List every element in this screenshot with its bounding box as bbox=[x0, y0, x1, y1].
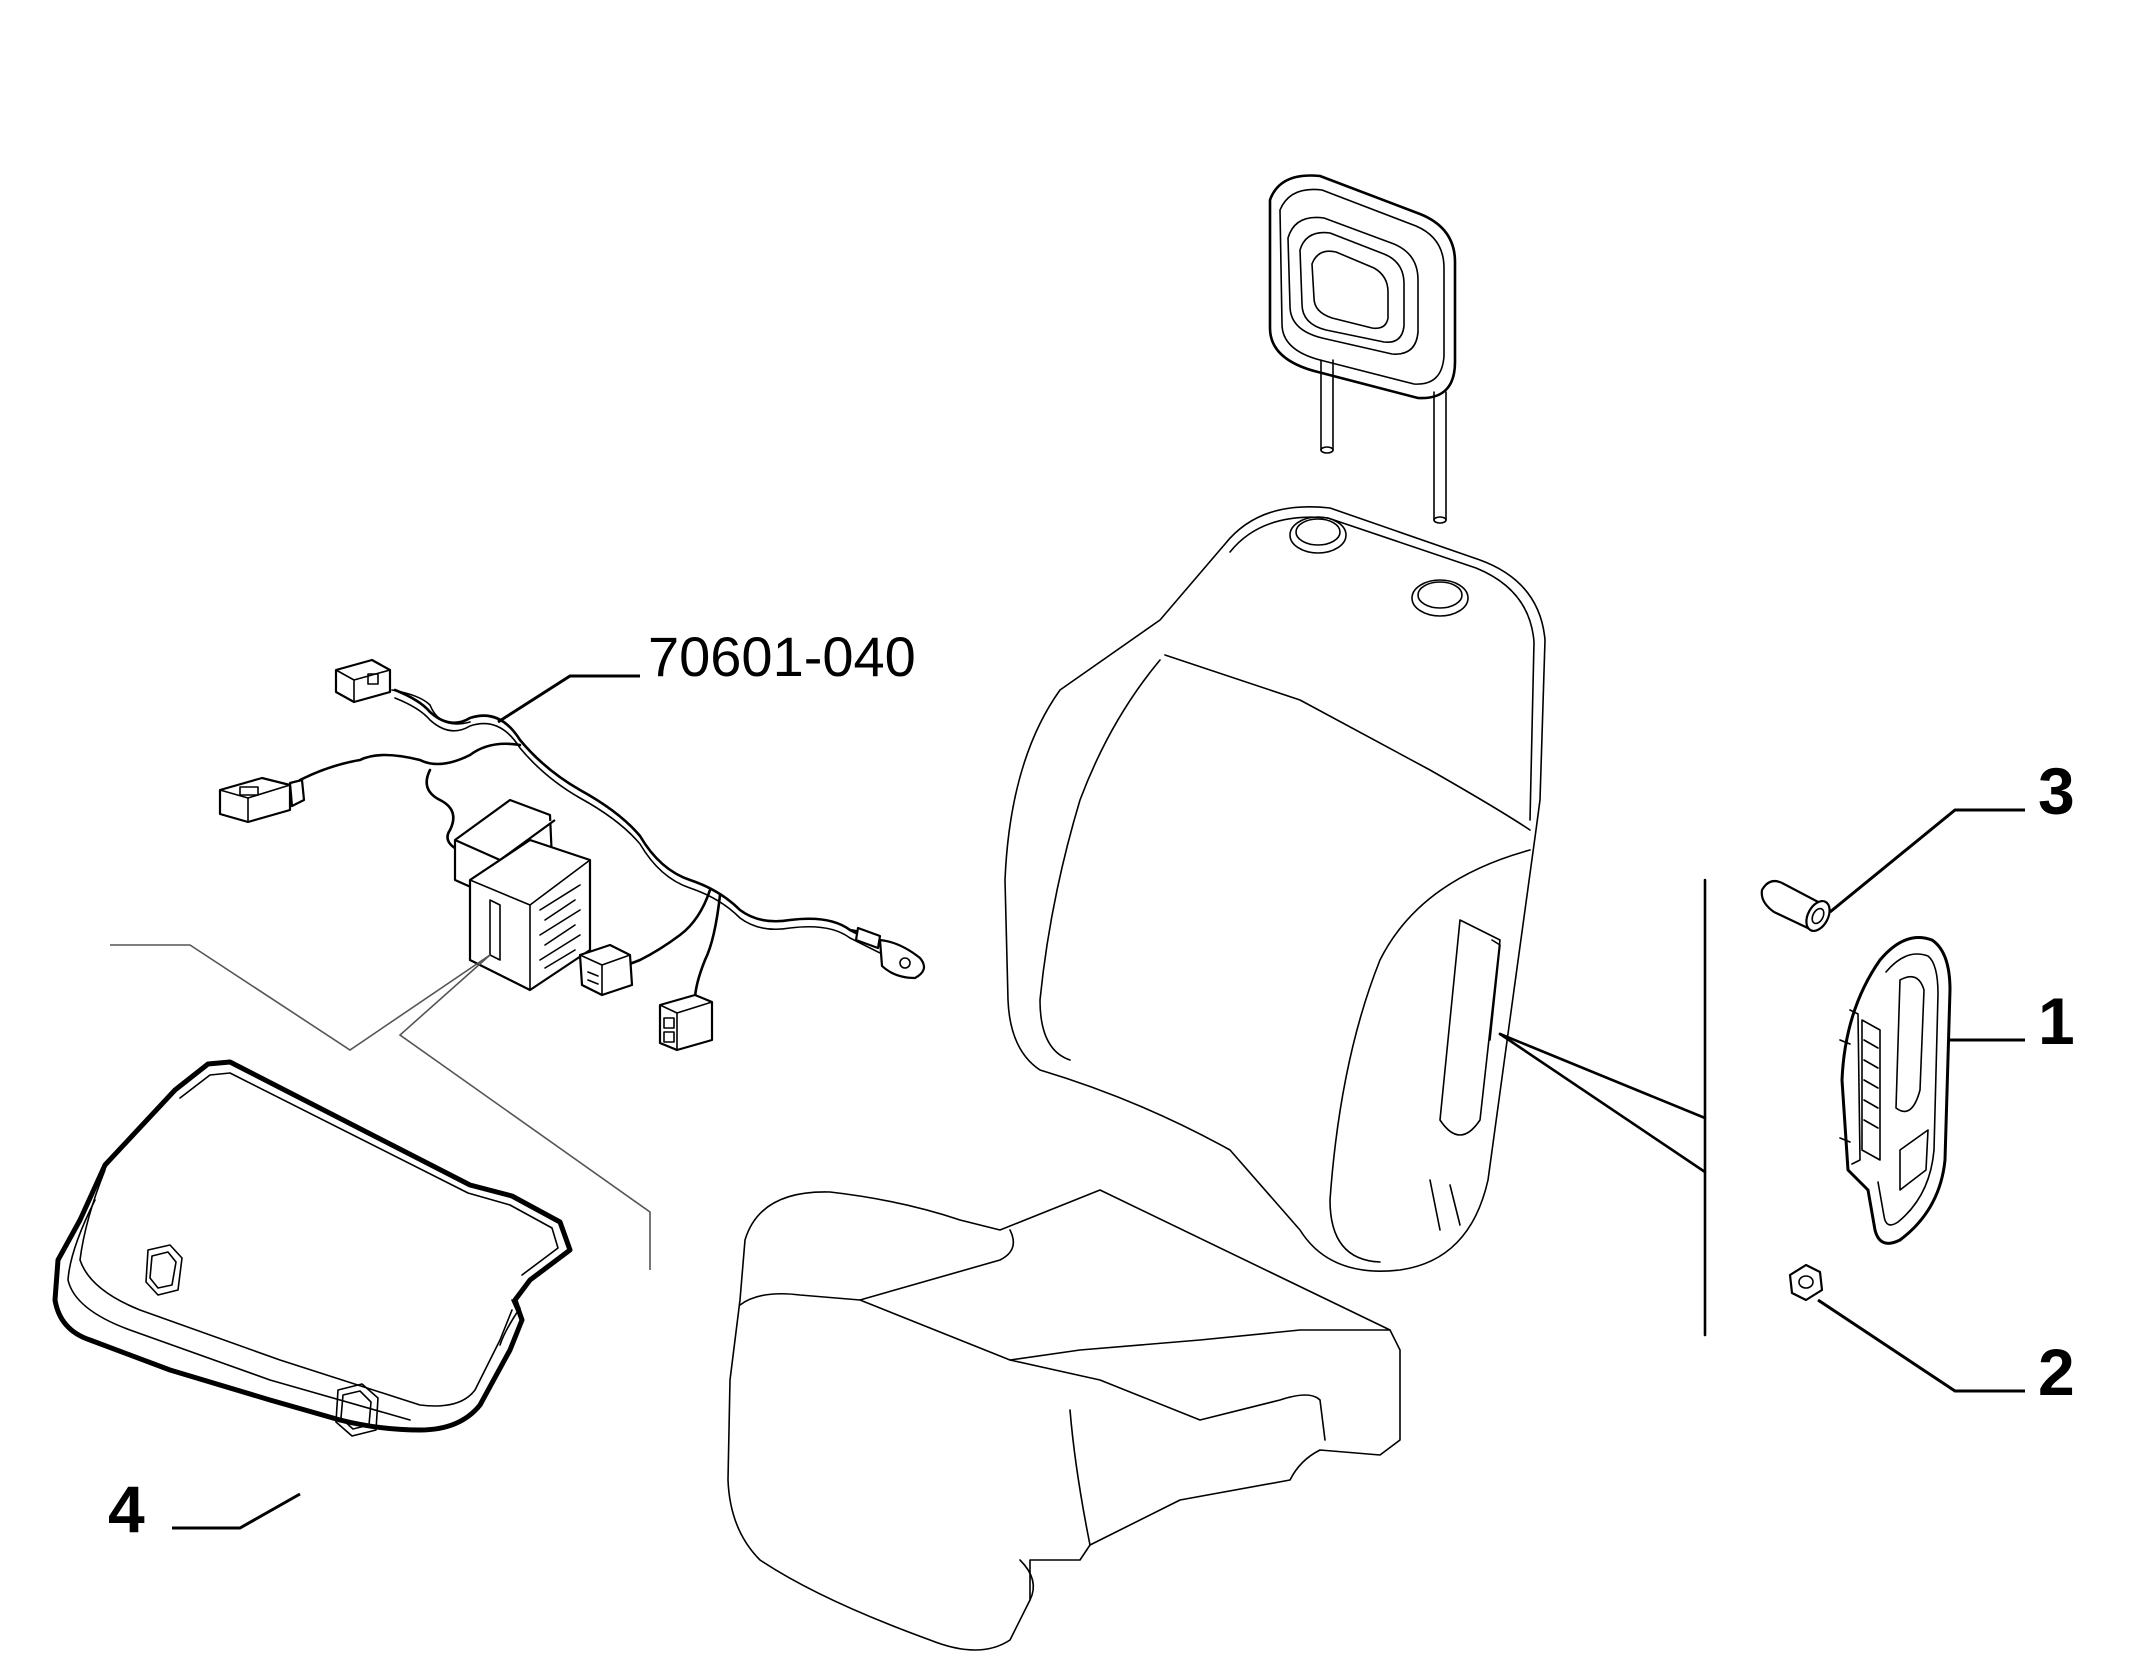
nut-icon bbox=[1788, 1263, 1824, 1302]
switch-bezel-icon bbox=[1839, 936, 1952, 1245]
callout-4-label: 4 bbox=[108, 1472, 145, 1546]
headrest-icon bbox=[1268, 174, 1457, 524]
reference-lines bbox=[110, 944, 651, 1270]
right-callout-leaders bbox=[1817, 808, 2025, 1393]
seat-icon bbox=[727, 505, 1546, 1651]
callout-1-label: 1 bbox=[2038, 984, 2075, 1058]
part-number-label: 70601-040 bbox=[648, 625, 916, 688]
part-number-leader bbox=[497, 674, 640, 724]
clip-icon bbox=[1760, 879, 1831, 932]
callout-3-label: 3 bbox=[2038, 754, 2075, 828]
callout-4-leader bbox=[172, 1492, 301, 1530]
switch-leader-lines bbox=[1498, 878, 1707, 1337]
seat-panel-icon bbox=[52, 1059, 573, 1437]
wiring-harness-icon bbox=[218, 658, 926, 1052]
callout-2-label: 2 bbox=[2038, 1335, 2075, 1409]
